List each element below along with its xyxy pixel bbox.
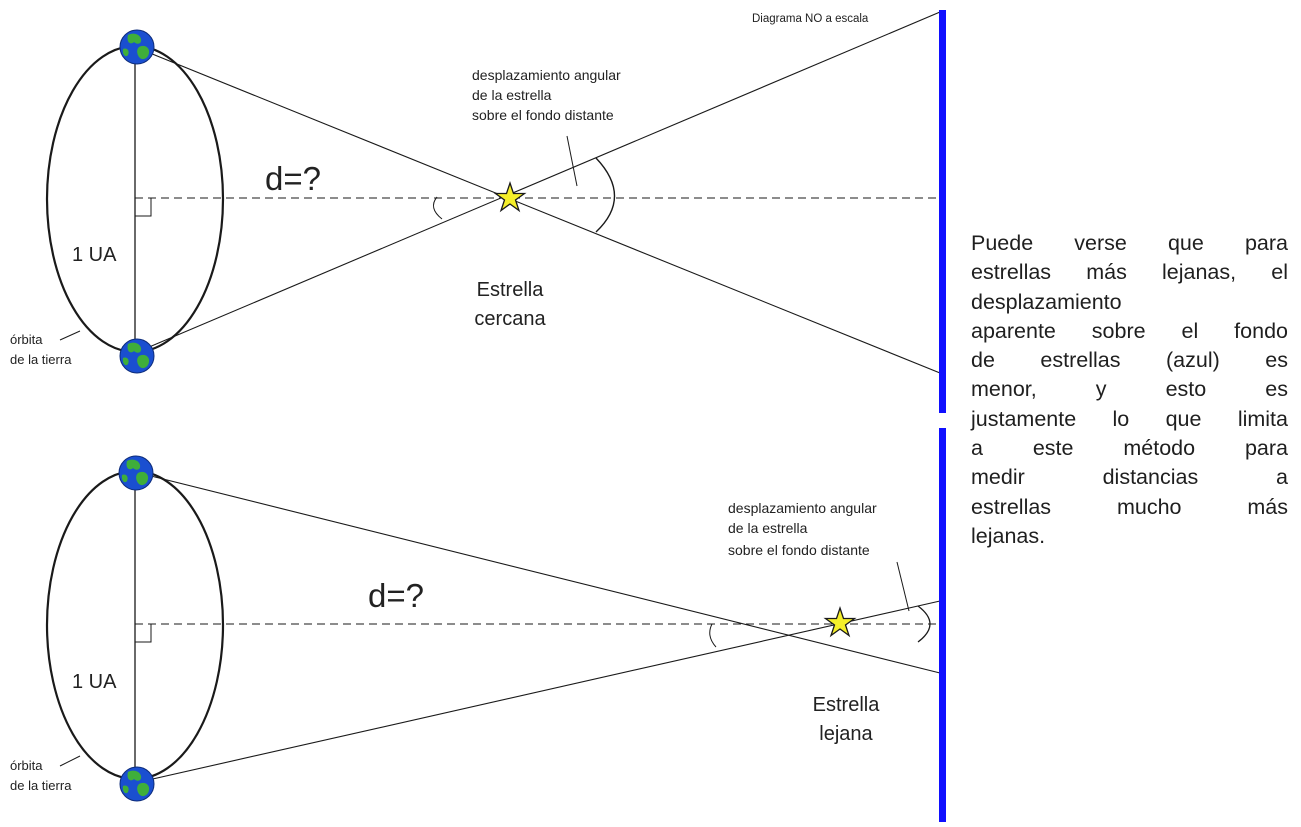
right-angle-mark bbox=[135, 198, 152, 217]
earth-icon bbox=[119, 766, 155, 802]
orbit-label-line2: de la tierra bbox=[10, 778, 72, 793]
explanation-line: estrellas mucho más bbox=[971, 494, 1288, 519]
sight-line-upper bbox=[134, 46, 941, 374]
explanation-line: justamente lo que limita bbox=[971, 406, 1288, 431]
displacement-label-line3: sobre el fondo distante bbox=[728, 542, 870, 558]
displacement-label-line1: desplazamiento angular bbox=[472, 67, 621, 83]
star-label-line1: Estrella bbox=[813, 694, 881, 716]
sight-line-lower bbox=[134, 11, 941, 354]
label-leader-line bbox=[896, 561, 910, 612]
explanation-line: Puede verse que para bbox=[971, 231, 1288, 255]
sight-line-lower bbox=[134, 600, 941, 784]
star-icon bbox=[493, 180, 527, 213]
earth-icon bbox=[118, 455, 154, 491]
orbit-label-line2: de la tierra bbox=[10, 352, 72, 367]
displacement-label-line1: desplazamiento angular bbox=[728, 500, 877, 516]
star-label-line1: Estrella bbox=[477, 279, 545, 301]
displacement-arc bbox=[917, 605, 931, 643]
explanation-line: estrellas más lejanas, el bbox=[971, 260, 1288, 285]
baseline-label: 1 UA bbox=[72, 671, 117, 693]
explanation-line: a este método para bbox=[971, 436, 1288, 461]
orbit-leader-line bbox=[59, 330, 81, 341]
scale-note: Diagrama NO a escala bbox=[752, 13, 869, 25]
star-icon bbox=[823, 605, 857, 638]
explanation-paragraph: Puede verse que para estrellas más lejan… bbox=[971, 229, 1288, 551]
explanation-line: de estrellas (azul) es bbox=[971, 348, 1288, 373]
star-label-line2: lejana bbox=[819, 723, 873, 745]
right-angle-mark bbox=[135, 624, 152, 643]
star-label-line2: cercana bbox=[474, 308, 546, 330]
distance-label: d=? bbox=[265, 160, 321, 197]
earth-icon bbox=[119, 29, 155, 65]
sight-line-upper bbox=[134, 471, 941, 674]
bottom-panel: desplazamiento angular de la estrella so… bbox=[10, 428, 946, 822]
parallax-angle-arc bbox=[432, 196, 443, 220]
displacement-label-line3: sobre el fondo distante bbox=[472, 107, 614, 123]
displacement-arc bbox=[595, 157, 616, 233]
explanation-line: medir distancias a bbox=[971, 465, 1288, 490]
explanation-line: menor, y esto es bbox=[971, 377, 1288, 402]
displacement-label-line2: de la estrella bbox=[472, 87, 552, 103]
orbit-label-line1: órbita bbox=[10, 758, 43, 773]
explanation-line: aparente sobre el fondo bbox=[971, 318, 1288, 343]
orbit-label-line1: órbita bbox=[10, 332, 43, 347]
background-stars-bar bbox=[939, 428, 946, 822]
explanation-line: desplazamiento bbox=[971, 289, 1122, 314]
distance-label: d=? bbox=[368, 577, 424, 614]
earth-icon bbox=[119, 338, 155, 374]
label-leader-line bbox=[566, 135, 578, 187]
explanation-line: lejanas. bbox=[971, 523, 1046, 548]
baseline-label: 1 UA bbox=[72, 244, 117, 266]
background-stars-bar bbox=[939, 10, 946, 413]
orbit-leader-line bbox=[59, 755, 81, 767]
top-panel: Diagrama NO a escala desplazamiento angu… bbox=[10, 10, 946, 413]
displacement-label-line2: de la estrella bbox=[728, 520, 808, 536]
parallax-angle-arc bbox=[709, 623, 717, 648]
